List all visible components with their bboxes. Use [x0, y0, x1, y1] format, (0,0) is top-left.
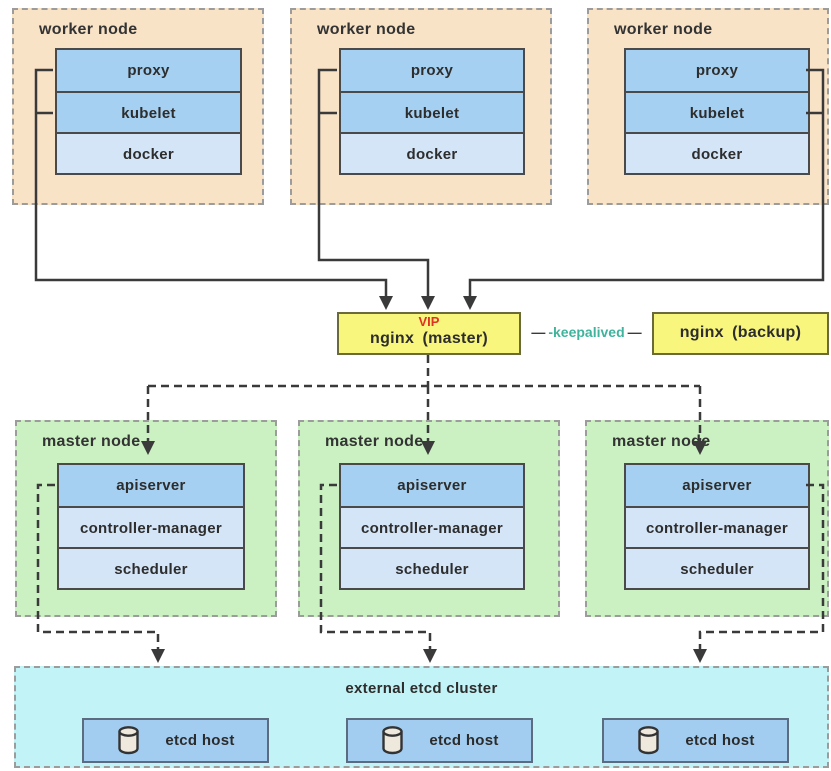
component-scheduler: scheduler — [59, 547, 243, 588]
master-node-2: master node apiserver controller-manager… — [298, 420, 560, 617]
component-proxy: proxy — [57, 50, 240, 91]
component-apiserver: apiserver — [341, 465, 523, 506]
master-node-3-title: master node — [612, 433, 711, 450]
keepalived-label: -keepalived — [548, 324, 625, 340]
arrowhead-etcd1 — [151, 649, 165, 663]
component-controller-manager: controller-manager — [341, 506, 523, 547]
keepalived-connector: — -keepalived — — [523, 321, 650, 343]
master-node-2-title: master node — [325, 433, 424, 450]
component-docker: docker — [341, 132, 523, 173]
etcd-host-3: etcd host — [602, 718, 789, 763]
component-apiserver: apiserver — [59, 465, 243, 506]
arrowhead-etcd2 — [423, 649, 437, 663]
nginx-backup-box: nginx (backup) — [652, 312, 829, 355]
master-node-3: master node apiserver controller-manager… — [585, 420, 829, 617]
etcd-cluster-title: external etcd cluster — [345, 680, 498, 697]
worker-node-2-title: worker node — [317, 21, 416, 38]
etcd-host-1: etcd host — [82, 718, 269, 763]
database-icon — [638, 726, 660, 755]
component-kubelet: kubelet — [57, 91, 240, 132]
worker-node-2: worker node proxy kubelet docker — [290, 8, 552, 205]
keepalived-dash-right: — — [627, 324, 642, 340]
worker-node-3-title: worker node — [614, 21, 713, 38]
etcd-host-2: etcd host — [346, 718, 533, 763]
worker-node-3-stack: proxy kubelet docker — [624, 48, 810, 175]
component-controller-manager: controller-manager — [59, 506, 243, 547]
master-node-3-stack: apiserver controller-manager scheduler — [624, 463, 810, 590]
nginx-master-label: nginx (master) — [370, 330, 488, 347]
worker-node-3: worker node proxy kubelet docker — [587, 8, 829, 205]
worker-node-1-stack: proxy kubelet docker — [55, 48, 242, 175]
component-proxy: proxy — [626, 50, 808, 91]
keepalived-dash-left: — — [531, 324, 546, 340]
etcd-host-label: etcd host — [685, 732, 755, 749]
master-node-1: master node apiserver controller-manager… — [15, 420, 277, 617]
component-controller-manager: controller-manager — [626, 506, 808, 547]
arrowhead-worker1-nginx — [379, 296, 393, 310]
component-apiserver: apiserver — [626, 465, 808, 506]
component-scheduler: scheduler — [626, 547, 808, 588]
master-node-1-title: master node — [42, 433, 141, 450]
database-icon — [382, 726, 404, 755]
component-proxy: proxy — [341, 50, 523, 91]
component-docker: docker — [626, 132, 808, 173]
worker-node-1: worker node proxy kubelet docker — [12, 8, 264, 205]
component-kubelet: kubelet — [341, 91, 523, 132]
etcd-host-label: etcd host — [165, 732, 235, 749]
nginx-backup-label: nginx (backup) — [679, 324, 802, 341]
master-node-2-stack: apiserver controller-manager scheduler — [339, 463, 525, 590]
worker-node-2-stack: proxy kubelet docker — [339, 48, 525, 175]
arrowhead-worker2-nginx — [421, 296, 435, 310]
component-docker: docker — [57, 132, 240, 173]
component-scheduler: scheduler — [341, 547, 523, 588]
arrowhead-worker3-nginx — [463, 296, 477, 310]
master-node-1-stack: apiserver controller-manager scheduler — [57, 463, 245, 590]
external-etcd-cluster: external etcd cluster etcd host etcd hos… — [14, 666, 829, 768]
component-kubelet: kubelet — [626, 91, 808, 132]
arrowhead-etcd3 — [693, 649, 707, 663]
nginx-master-box: VIP nginx (master) — [337, 312, 521, 355]
worker-node-1-title: worker node — [39, 21, 138, 38]
database-icon — [118, 726, 140, 755]
vip-label: VIP — [418, 314, 440, 329]
etcd-host-label: etcd host — [429, 732, 499, 749]
